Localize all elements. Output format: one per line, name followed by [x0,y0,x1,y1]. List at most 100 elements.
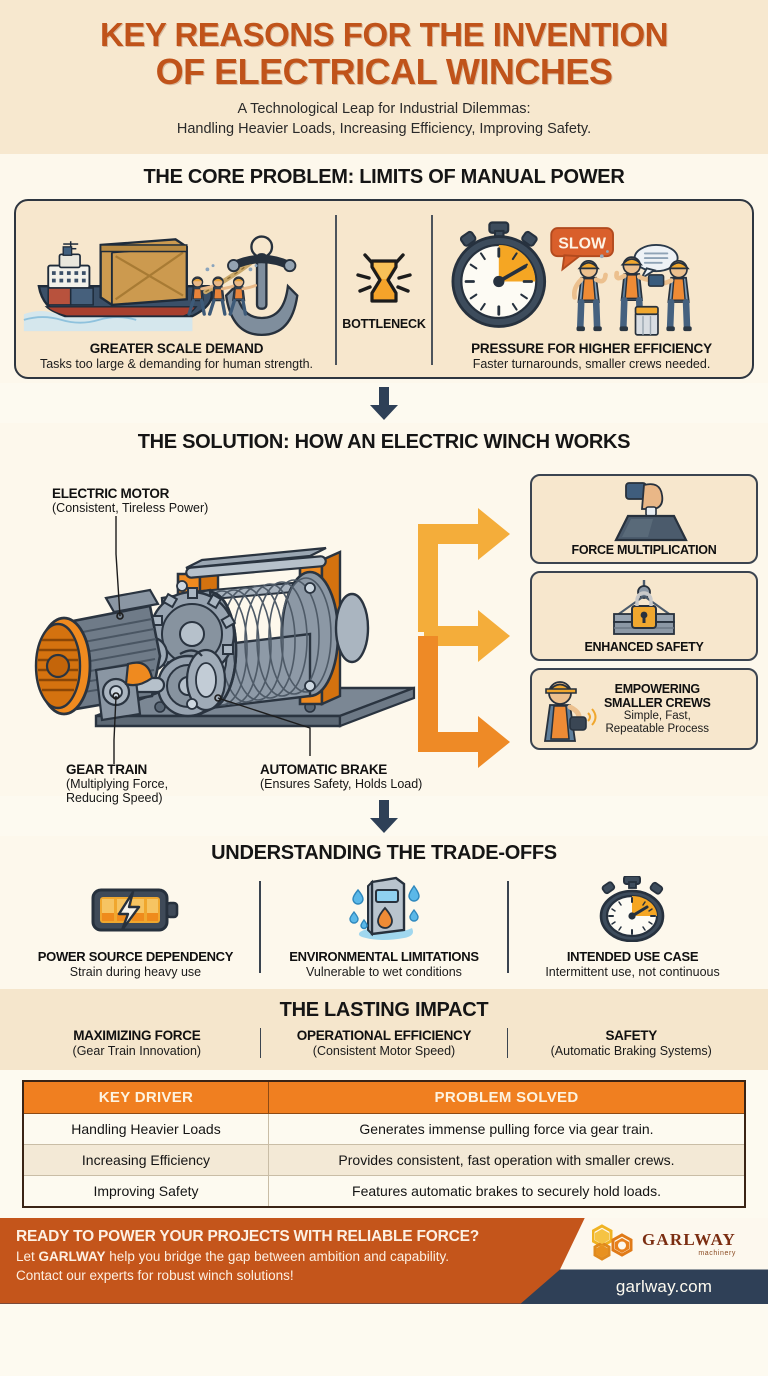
subtitle: A Technological Leap for Industrial Dile… [20,100,748,139]
tradeoffs-row: POWER SOURCE DEPENDENCY Strain during he… [12,875,756,979]
benefit-card-empowering-smaller-crews[interactable]: EMPOWERING SMALLER CREWS Simple, Fast, R… [530,667,758,750]
stopwatch-workers-illustration: SLOW [437,209,746,339]
impact-divider-1 [259,1027,262,1058]
tradeoff-title-use-case: INTENDED USE CASE [566,948,699,964]
hourglass-icon [356,252,412,303]
stopwatch-icon [595,875,671,943]
callout-electric-motor: ELECTRIC MOTOR (Consistent, Tireless Pow… [52,486,208,515]
problem-title-scale-demand: GREATER SCALE DEMAND [89,340,264,356]
callout-gear-train: GEAR TRAIN (Multiplying Force, Reducing … [66,762,168,805]
footer-text-block: READY TO POWER YOUR PROJECTS WITH RELIAB… [16,1228,479,1285]
solution-body: ELECTRIC MOTOR (Consistent, Tireless Pow… [0,464,768,805]
page-title-line2: OF ELECTRICAL WINCHES [155,50,613,92]
benefit-label1-empowering: EMPOWERING [614,681,701,696]
footer-line-3: Contact our experts for robust winch sol… [16,1267,294,1283]
footer-logo-panel: GARLWAY machinery [560,1217,768,1270]
impact-sub-safety: (Automatic Braking Systems) [550,1043,712,1058]
callout-sub-electric-motor: (Consistent, Tireless Power) [52,500,209,515]
hand-lifting-weight-icon [614,481,688,541]
table-cell-driver: Improving Safety [22,1174,269,1207]
tradeoff-title-environment: ENVIRONMENTAL LIMITATIONS [289,948,479,964]
table-row: Handling Heavier Loads Generates immense… [22,1112,746,1145]
tradeoff-environmental-limitations: ENVIRONMENTAL LIMITATIONS Vulnerable to … [261,875,508,979]
footer-logo-sub: machinery [698,1249,737,1257]
footer-line-2: Let GARLWAY help you bridge the gap betw… [16,1249,479,1265]
winch-diagram-area: ELECTRIC MOTOR (Consistent, Tireless Pow… [10,464,530,805]
impact-row: MAXIMIZING FORCE (Gear Train Innovation)… [14,1027,754,1058]
footer-logo-text: GARLWAY machinery [642,1231,736,1257]
core-problem-section: THE CORE PROBLEM: LIMITS OF MANUAL POWER [0,153,768,383]
impact-heading: THE LASTING IMPACT [279,998,489,1021]
flow-arrow-2 [0,796,768,836]
arrow-down-icon-2 [370,799,398,833]
summary-table: KEY DRIVER PROBLEM SOLVED Handling Heavi… [22,1079,746,1208]
footer-cta: READY TO POWER YOUR PROJECTS WITH RELIAB… [16,1227,479,1245]
table-row: Improving Safety Features automatic brak… [22,1174,746,1207]
slow-badge-text: SLOW [558,235,606,252]
impact-title-safety: SAFETY [605,1027,657,1043]
table-cell-driver: Handling Heavier Loads [22,1112,269,1145]
solution-heading: THE SOLUTION: HOW AN ELECTRIC WINCH WORK… [137,430,631,453]
arrow-down-icon [370,386,398,420]
footer-url[interactable]: garlway.com [615,1276,713,1296]
footer: READY TO POWER YOUR PROJECTS WITH RELIAB… [0,1217,768,1304]
garlway-honeycomb-logo-icon [591,1223,633,1261]
impact-item-operational-efficiency: OPERATIONAL EFFICIENCY (Consistent Motor… [261,1028,507,1058]
table-cell-driver: Increasing Efficiency [22,1143,269,1176]
impact-title-force: MAXIMIZING FORCE [73,1027,201,1043]
table-cell-solution: Generates immense pulling force via gear… [267,1112,746,1145]
panel-divider-left [335,214,337,365]
impact-item-safety: SAFETY (Automatic Braking Systems) [508,1028,754,1058]
callout-automatic-brake: AUTOMATIC BRAKE (Ensures Safety, Holds L… [260,762,422,791]
benefit-card-enhanced-safety[interactable]: ENHANCED SAFETY [530,570,758,661]
footer-logo-name: GARLWAY [641,1229,737,1249]
tradeoff-divider-1 [258,880,261,973]
callout-title-electric-motor: ELECTRIC MOTOR [52,485,170,501]
core-problem-panel: GREATER SCALE DEMAND Tasks too large & d… [14,198,754,379]
wet-control-box-icon [338,875,430,943]
benefit-card-force-multiplication[interactable]: FORCE MULTIPLICATION [530,473,758,564]
summary-table-wrap: KEY DRIVER PROBLEM SOLVED Handling Heavi… [0,1069,768,1218]
benefit-label-enhanced-safety: ENHANCED SAFETY [584,639,704,654]
tradeoff-divider-2 [507,880,510,973]
table-row: Increasing Efficiency Provides consisten… [22,1143,746,1176]
impact-section: THE LASTING IMPACT MAXIMIZING FORCE (Gea… [0,988,768,1070]
table-header-row: KEY DRIVER PROBLEM SOLVED [22,1080,746,1114]
cargo-ship-anchor-crew-illustration [22,209,331,339]
tradeoff-sub-power: Strain during heavy use [69,964,202,979]
tradeoffs-section: UNDERSTANDING THE TRADE-OFFS [0,835,768,989]
impact-divider-2 [506,1027,509,1058]
problem-item-efficiency-pressure: SLOW [437,209,746,371]
bottleneck-label: BOTTLENECK [342,316,426,331]
tradeoff-power-source-dependency: POWER SOURCE DEPENDENCY Strain during he… [12,875,259,979]
subtitle-line1: A Technological Leap for Industrial Dile… [237,101,531,118]
benefit-sub2-empowering: Repeatable Process [605,722,710,735]
benefit-label2-empowering: SMALLER CREWS [604,695,711,710]
tradeoff-title-power: POWER SOURCE DEPENDENCY [37,948,234,964]
table-header-problem-solved: PROBLEM SOLVED [267,1080,746,1114]
page-title-line1: KEY REASONS FOR THE INVENTION [100,16,668,53]
problem-subtitle-efficiency: Faster turnarounds, smaller crews needed… [472,356,711,371]
impact-sub-efficiency: (Consistent Motor Speed) [312,1043,456,1058]
benefit-cards: FORCE MULTIPLICATION [530,464,758,794]
battery-bolt-icon [89,875,181,943]
problem-subtitle-scale-demand: Tasks too large & demanding for human st… [39,356,314,371]
table-cell-solution: Provides consistent, fast operation with… [267,1143,746,1176]
padlock-on-hoisted-platform-icon [613,579,675,635]
table-cell-solution: Features automatic brakes to securely ho… [267,1174,746,1207]
core-problem-heading: THE CORE PROBLEM: LIMITS OF MANUAL POWER [143,165,625,188]
impact-title-efficiency: OPERATIONAL EFFICIENCY [296,1027,472,1043]
tradeoffs-heading: UNDERSTANDING THE TRADE-OFFS [211,841,557,864]
callout-sub2-gear-train: Reducing Speed) [66,790,163,805]
tradeoff-intended-use-case: INTENDED USE CASE Intermittent use, not … [509,875,756,979]
problem-title-efficiency: PRESSURE FOR HIGHER EFFICIENCY [471,340,712,356]
footer-line2-pre: Let [16,1248,39,1264]
callout-sub1-gear-train: (Multiplying Force, [66,776,169,791]
benefit-label-force-multiplication: FORCE MULTIPLICATION [571,542,717,557]
panel-divider-right [431,214,433,365]
impact-item-maximizing-force: MAXIMIZING FORCE (Gear Train Innovation) [14,1028,260,1058]
bottleneck-marker: BOTTLENECK [341,209,427,371]
problem-item-scale-demand: GREATER SCALE DEMAND Tasks too large & d… [22,209,331,371]
table-header-key-driver: KEY DRIVER [22,1080,269,1114]
